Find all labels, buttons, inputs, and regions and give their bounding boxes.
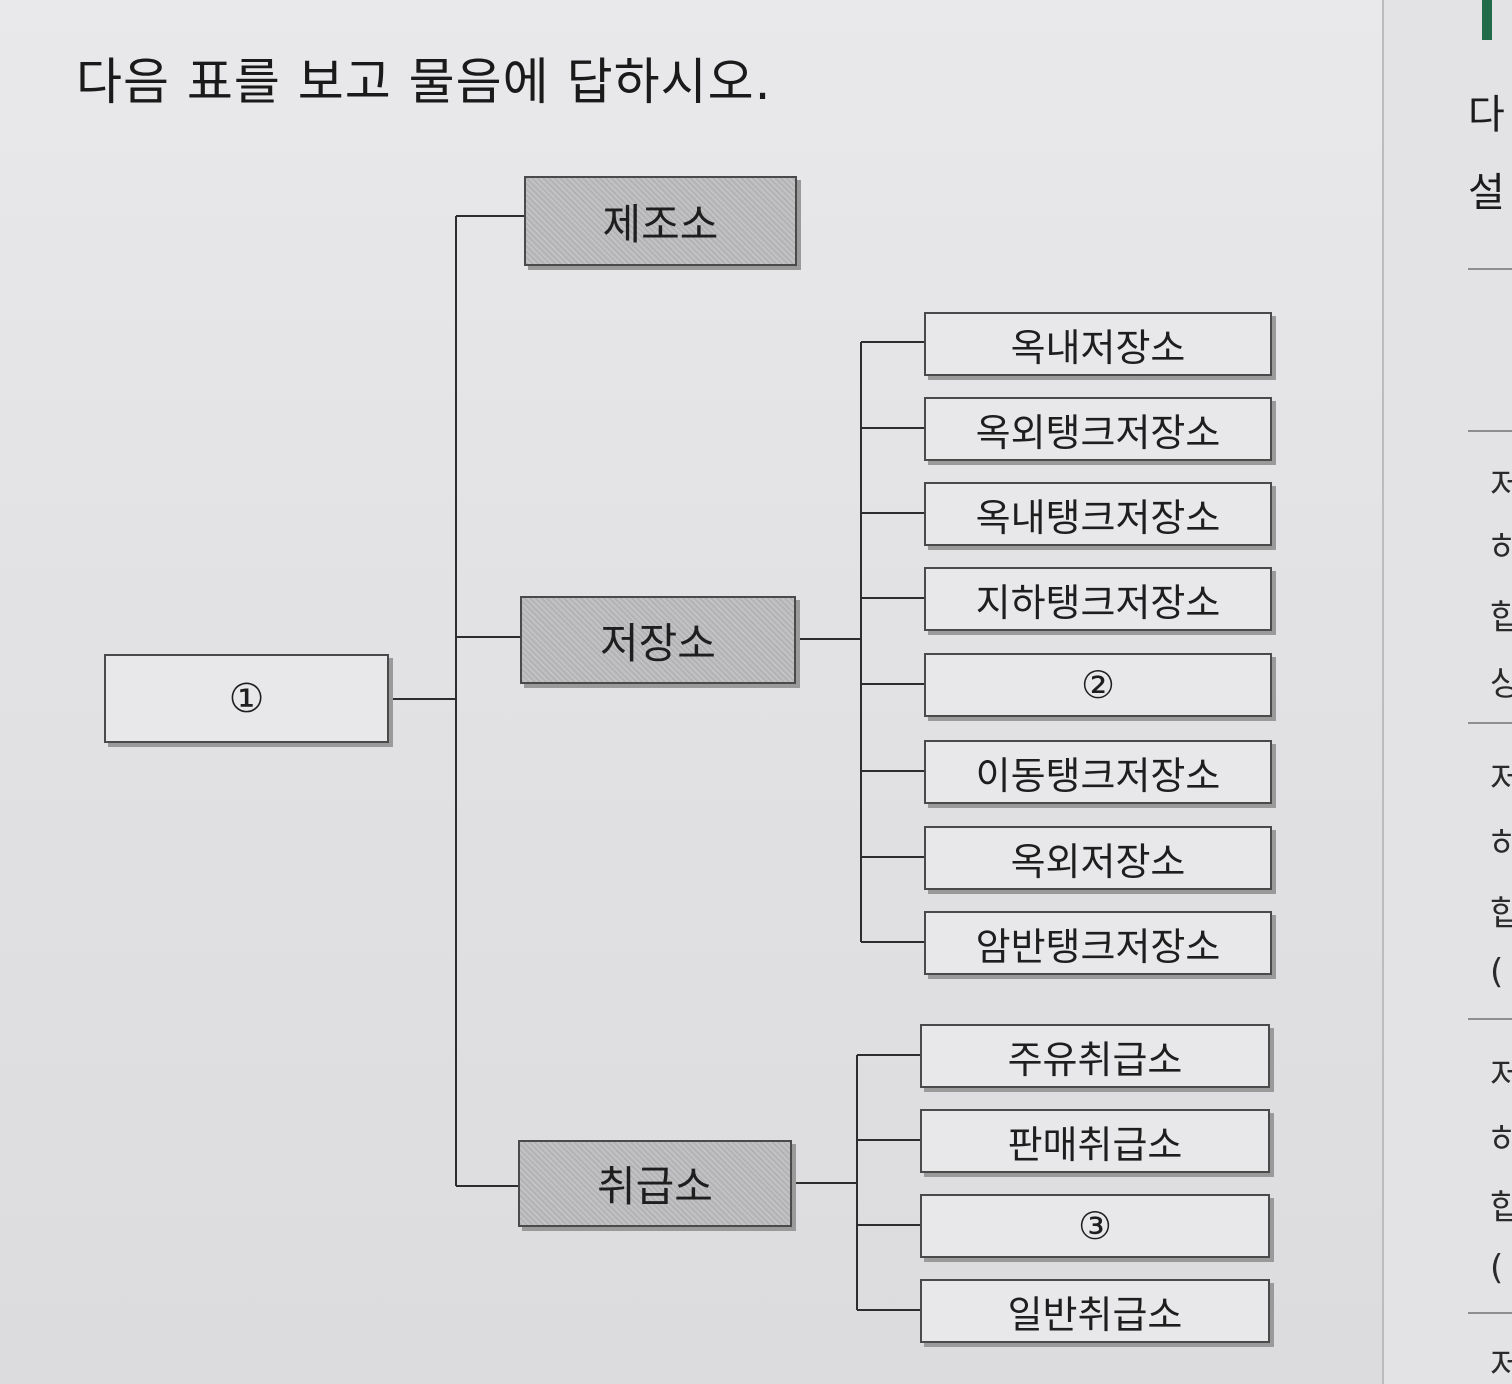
adjacent-page-char: 히 — [1490, 818, 1512, 867]
table-rule — [1468, 1312, 1512, 1314]
table-rule — [1468, 268, 1512, 270]
adjacent-page-char: 저 — [1490, 1048, 1512, 1097]
handling-item-sales: 판매취급소 — [920, 1109, 1270, 1173]
storage-item-rock-cavern-tank: 암반탱크저장소 — [924, 911, 1272, 975]
question-text: 다음 표를 보고 물음에 답하시오. — [76, 53, 772, 111]
table-rule — [1468, 1018, 1512, 1020]
storage-item-outdoor-tank: 옥외탱크저장소 — [924, 397, 1272, 461]
storage-item-blank-2: ② — [924, 653, 1272, 717]
handling-item-fueling: 주유취급소 — [920, 1024, 1270, 1088]
adjacent-page-char: 합 — [1490, 886, 1512, 935]
adjacent-page-char: 합 — [1490, 1180, 1512, 1229]
storage-item-mobile-tank: 이동탱크저장소 — [924, 740, 1272, 804]
tree-connector-lines — [389, 215, 924, 1311]
storage-item-outdoor: 옥외저장소 — [924, 826, 1272, 890]
storage-item-underground-tank: 지하탱크저장소 — [924, 567, 1272, 631]
adjacent-page-char: 저 — [1490, 1338, 1512, 1384]
root-box-blank-1: ① — [104, 654, 389, 743]
section-marker — [1482, 0, 1492, 40]
storage-box: 저장소 — [520, 596, 796, 684]
handling-item-blank-3: ③ — [920, 1194, 1270, 1258]
adjacent-page-char: ( — [1490, 1248, 1504, 1288]
table-rule — [1468, 722, 1512, 724]
adjacent-page-char: 상 — [1490, 656, 1512, 705]
adjacent-page-char: 저 — [1490, 458, 1512, 507]
adjacent-page-char: 합 — [1490, 590, 1512, 639]
adjacent-page-char: 히 — [1490, 522, 1512, 571]
adjacent-page-char: 히 — [1490, 1114, 1512, 1163]
manufacture-box: 제조소 — [524, 176, 797, 266]
table-rule — [1468, 430, 1512, 432]
adjacent-page-char: 설 — [1468, 170, 1505, 216]
adjacent-page-char: 저 — [1490, 752, 1512, 801]
handling-box: 취급소 — [518, 1140, 792, 1227]
storage-item-indoor-tank: 옥내탱크저장소 — [924, 482, 1272, 546]
handling-item-general: 일반취급소 — [920, 1279, 1270, 1343]
adjacent-page-edge: 다 설 저 히 합 상 저 히 합 ( 저 히 합 ( 저 — [1382, 0, 1512, 1384]
storage-item-indoor: 옥내저장소 — [924, 312, 1272, 376]
adjacent-page-char: ( — [1490, 952, 1504, 992]
adjacent-page-char: 다 — [1468, 92, 1505, 138]
